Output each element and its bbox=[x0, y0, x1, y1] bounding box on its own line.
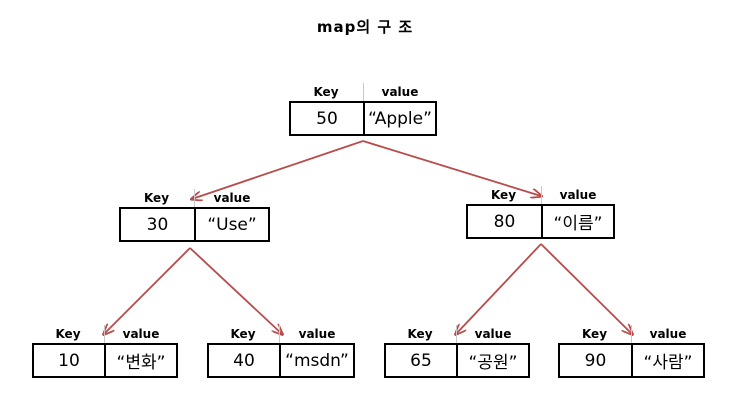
key-header: Key bbox=[490, 188, 517, 202]
node-value: “이름” bbox=[553, 214, 603, 234]
value-header: value bbox=[298, 327, 336, 341]
diagram-title: map의 구 조 bbox=[316, 18, 414, 36]
node-key: 10 bbox=[34, 345, 106, 376]
value-header: value bbox=[213, 191, 251, 205]
edge-50-80 bbox=[362, 140, 541, 196]
node-value: “사람” bbox=[643, 353, 693, 373]
node-key: 30 bbox=[121, 209, 196, 240]
node-30: Key value 30 “Use” bbox=[119, 189, 270, 244]
node-65: Key value 65 “공원” bbox=[384, 325, 530, 380]
key-header: Key bbox=[581, 327, 608, 341]
edge-30-40 bbox=[189, 247, 282, 334]
value-header: value bbox=[559, 188, 597, 202]
key-header: Key bbox=[230, 327, 256, 341]
value-header: value bbox=[474, 327, 512, 341]
node-value: “Use” bbox=[207, 214, 257, 235]
node-key: 50 bbox=[291, 103, 365, 134]
node-value: “변화” bbox=[116, 353, 166, 373]
node-40: Key value 40 “msdn” bbox=[207, 325, 355, 380]
key-header: Key bbox=[407, 327, 433, 341]
edge-80-65 bbox=[456, 243, 542, 334]
key-header: Key bbox=[143, 191, 170, 205]
value-header: value bbox=[122, 327, 160, 341]
node-value: “msdn” bbox=[285, 350, 349, 371]
node-10: Key value 10 “변화” bbox=[32, 325, 178, 380]
value-header: value bbox=[381, 85, 419, 99]
node-80: Key value 80 “이름” bbox=[466, 186, 615, 241]
node-key: 90 bbox=[560, 345, 633, 376]
node-value: “공원” bbox=[468, 353, 518, 373]
node-90: Key value 90 “사람” bbox=[558, 325, 705, 380]
key-header: Key bbox=[55, 327, 81, 341]
node-key: 65 bbox=[386, 345, 458, 376]
value-header: value bbox=[649, 327, 687, 341]
node-value: “Apple” bbox=[368, 108, 432, 129]
node-key: 80 bbox=[468, 206, 543, 237]
key-header: Key bbox=[313, 85, 339, 99]
edge-30-10 bbox=[104, 247, 191, 334]
edge-80-90 bbox=[540, 243, 632, 334]
node-key: 40 bbox=[209, 345, 281, 376]
node-50: Key value 50 “Apple” bbox=[289, 83, 437, 138]
edge-50-30 bbox=[192, 140, 364, 199]
